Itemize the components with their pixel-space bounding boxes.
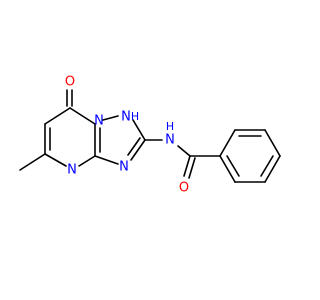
bond-n8-n1 [102, 115, 119, 121]
bond-c5-methyl [19, 153, 46, 171]
bond-c5-n4 [44, 153, 67, 167]
atom-h-top: H [131, 110, 139, 123]
atom-o-amide: O [179, 181, 189, 196]
bond-group [19, 89, 281, 183]
atom-o-top: O [65, 75, 75, 90]
bond-ph-1 [219, 129, 236, 157]
atom-n-pyrimidine: N [67, 163, 77, 178]
bond-ph-inner-3 [226, 155, 240, 177]
bond-n3-c2 [130, 139, 146, 161]
bond-c3a-n3 [94, 155, 119, 165]
bond-c7-c6 [44, 107, 71, 125]
atom-n-amide: N [165, 133, 175, 148]
bond-n3-c2-inner [127, 137, 141, 156]
bond-carbonyl-o-a [183, 155, 191, 177]
molecule-structure-canvas: O N N H N H N N O [19, 74, 281, 196]
atom-h-amide: H [166, 120, 174, 133]
bond-nh-carbonyl [177, 145, 191, 157]
atom-n-triazole: N [119, 160, 129, 175]
bond-n1-c2 [132, 119, 146, 141]
bond-ph-3 [264, 129, 281, 157]
molecule-diagram: O N N H N H N N O [19, 75, 281, 196]
bond-ph-4 [264, 155, 281, 183]
atom-nh-top: N [121, 110, 131, 125]
bond-carbonyl-o-b [188, 157, 196, 179]
atom-n-bridge: N [94, 114, 104, 129]
atom-label-group: O N N H N H N N O [65, 75, 189, 196]
bond-n4-c3a [78, 155, 96, 167]
bond-ph-6 [219, 155, 236, 183]
bond-ph-inner-2 [260, 155, 274, 177]
bond-c7-n8 [69, 107, 96, 125]
